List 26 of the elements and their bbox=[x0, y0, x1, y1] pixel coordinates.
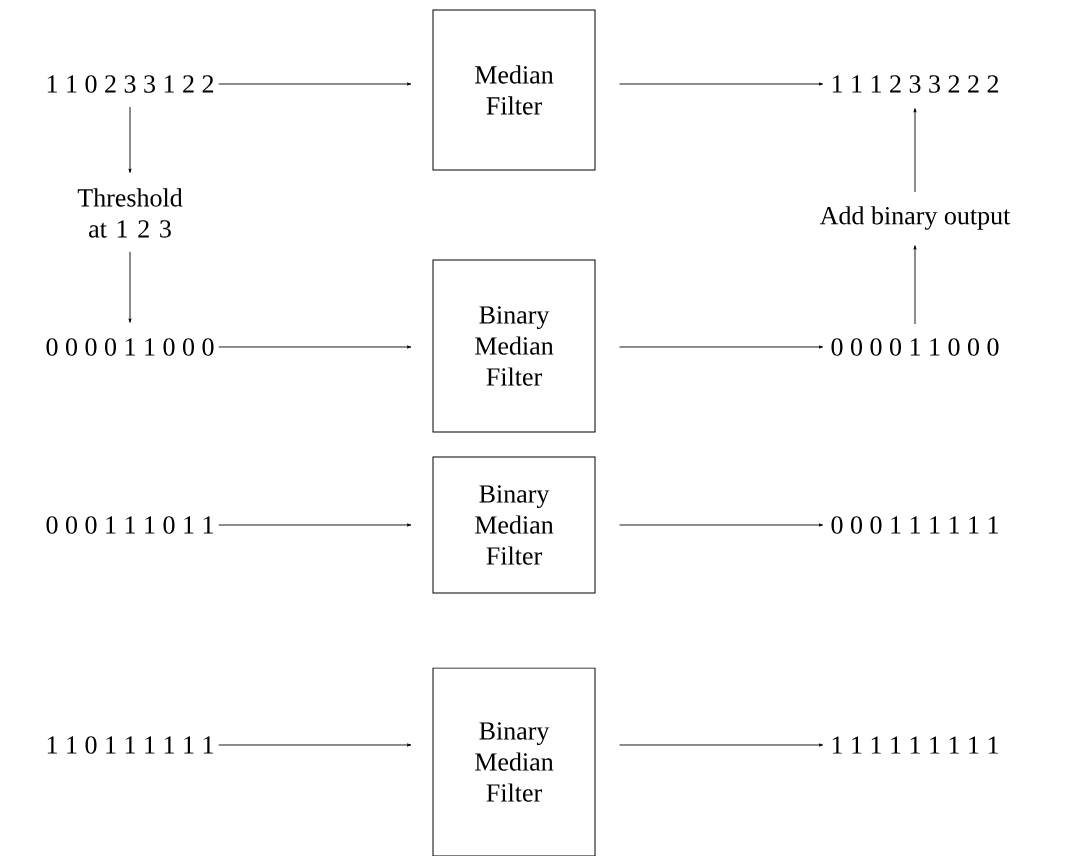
sequence-label: 0 0 0 1 1 1 1 1 1 bbox=[831, 516, 998, 534]
arrow bbox=[218, 743, 412, 747]
arrow bbox=[619, 523, 824, 527]
arrow bbox=[619, 82, 824, 86]
arrow bbox=[128, 251, 132, 323]
sequence-label: 0 0 0 1 1 1 0 1 1 bbox=[46, 516, 213, 534]
arrow bbox=[913, 108, 917, 193]
filter-box: Median Filter bbox=[432, 9, 596, 171]
arrow bbox=[218, 345, 412, 349]
sequence-label: 0 0 0 0 1 1 0 0 0 bbox=[831, 338, 999, 356]
filter-box: Binary Median Filter bbox=[432, 456, 596, 594]
sequence-label: 1 1 0 2 3 3 1 2 2 bbox=[47, 75, 214, 93]
filter-box: Binary Median Filter bbox=[432, 667, 596, 856]
arrow bbox=[218, 82, 412, 86]
filter-box: Binary Median Filter bbox=[432, 259, 596, 433]
sequence-label: 1 1 0 1 1 1 1 1 1 bbox=[47, 736, 213, 754]
arrow bbox=[913, 245, 917, 325]
sequence-label: 0 0 0 0 1 1 0 0 0 bbox=[46, 338, 214, 356]
step-label: Add binary output bbox=[819, 206, 1011, 230]
arrow bbox=[619, 743, 824, 747]
step-label: Threshold at 1 2 3 bbox=[77, 188, 183, 238]
arrow bbox=[128, 106, 132, 173]
sequence-label: 1 1 1 1 1 1 1 1 1 bbox=[832, 736, 998, 754]
arrow bbox=[619, 345, 824, 349]
sequence-label: 1 1 1 2 3 3 2 2 2 bbox=[832, 75, 999, 93]
arrow bbox=[218, 523, 412, 527]
